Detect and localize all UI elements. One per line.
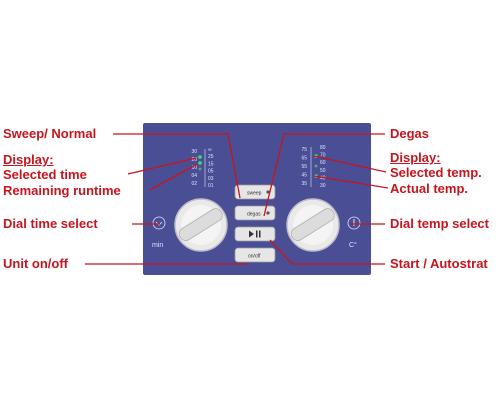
- temp-right-tick-label: 70: [320, 153, 326, 159]
- on-off-button[interactable]: on/off: [234, 247, 276, 263]
- selected-time-led: [198, 155, 202, 159]
- pause-icon-bar-2: [259, 230, 261, 238]
- remaining-runtime-label: Remaining runtime: [3, 183, 121, 198]
- temp-scale-left: 75 65 55 45 35: [301, 147, 307, 187]
- time-right-tick-label: 25: [208, 154, 214, 160]
- time-dial[interactable]: min: [152, 198, 228, 252]
- on-off-button-body[interactable]: [234, 247, 276, 263]
- remaining-runtime-line: [149, 163, 198, 191]
- degas-button-label: degas: [247, 212, 261, 218]
- remaining-time-led: [198, 161, 202, 165]
- temp-left-tick-label: 75: [301, 147, 307, 153]
- dial-temp-select-label: Dial temp select: [390, 216, 489, 231]
- temp-left-tick-label: 45: [301, 173, 307, 179]
- selected-time-line: [127, 157, 197, 175]
- temp-left-tick-label: 65: [301, 156, 307, 162]
- degas-label: Degas: [390, 126, 430, 141]
- temp-dial[interactable]: C°: [286, 198, 361, 252]
- sweep-normal-label: Sweep/ Normal: [3, 126, 97, 141]
- actual-temp-label: Actual temp.: [390, 181, 469, 196]
- time-left-tick-label: 10: [191, 165, 197, 171]
- time-right-tick-label: 15: [208, 161, 214, 167]
- display-left-heading: Display:: [3, 152, 54, 167]
- temp-right-tick-label: 60: [320, 160, 326, 166]
- time-led: [198, 167, 202, 171]
- degas-line: [263, 133, 385, 217]
- actual-temp-line: [313, 175, 389, 189]
- time-left-tick-label: 02: [191, 181, 197, 187]
- time-scale-left: 30 20 10 04 02: [191, 149, 197, 187]
- temp-led: [314, 164, 318, 168]
- sweep-normal-line: [113, 133, 241, 199]
- time-dial-handle[interactable]: [177, 206, 225, 242]
- pause-icon-bar-1: [256, 230, 258, 238]
- display-right-heading: Display:: [390, 150, 441, 165]
- temp-right-tick-label: 80: [320, 145, 326, 151]
- time-right-tick-label: 03: [208, 176, 214, 182]
- temp-left-tick-label: 35: [301, 181, 307, 187]
- chevron-down-icon: [155, 221, 163, 226]
- temp-right-tick-label: 30: [320, 183, 326, 189]
- temp-left-tick-label: 55: [301, 164, 307, 170]
- start-button-body[interactable]: [234, 226, 276, 242]
- degas-led: [266, 211, 270, 215]
- celsius-label: C°: [349, 241, 357, 249]
- temp-right-tick-label: 40: [320, 175, 326, 181]
- play-icon: [249, 230, 254, 238]
- sweep-button-label: sweep: [247, 191, 262, 197]
- time-right-tick-label: 05: [208, 169, 214, 175]
- selected-temp-label: Selected temp.: [390, 165, 482, 180]
- time-left-tick-label: 30: [191, 149, 197, 155]
- min-label: min: [152, 242, 163, 249]
- selected-time-label: Selected time: [3, 167, 87, 182]
- time-right-tick-label: ∞: [208, 147, 212, 153]
- temp-right-tick-label: 50: [320, 168, 326, 174]
- temp-dial-handle[interactable]: [289, 206, 337, 242]
- on-off-button-label: on/off: [248, 254, 261, 260]
- sweep-button[interactable]: sweep: [234, 184, 276, 200]
- start-autostart-label: Start / Autostrat: [390, 256, 488, 271]
- time-dial-icon: [152, 216, 166, 230]
- sweep-led: [266, 190, 270, 194]
- thermometer-icon: [347, 216, 361, 230]
- time-left-tick-label: 20: [191, 157, 197, 163]
- unit-on-off-label: Unit on/off: [3, 256, 68, 271]
- sweep-button-body[interactable]: [234, 184, 276, 200]
- start-button[interactable]: [234, 226, 276, 242]
- selected-temp-line: [313, 155, 387, 173]
- dial-time-select-label: Dial time select: [3, 216, 98, 231]
- time-left-tick-label: 04: [191, 173, 197, 179]
- start-autostart-line: [269, 239, 385, 265]
- time-right-tick-label: 01: [208, 183, 214, 189]
